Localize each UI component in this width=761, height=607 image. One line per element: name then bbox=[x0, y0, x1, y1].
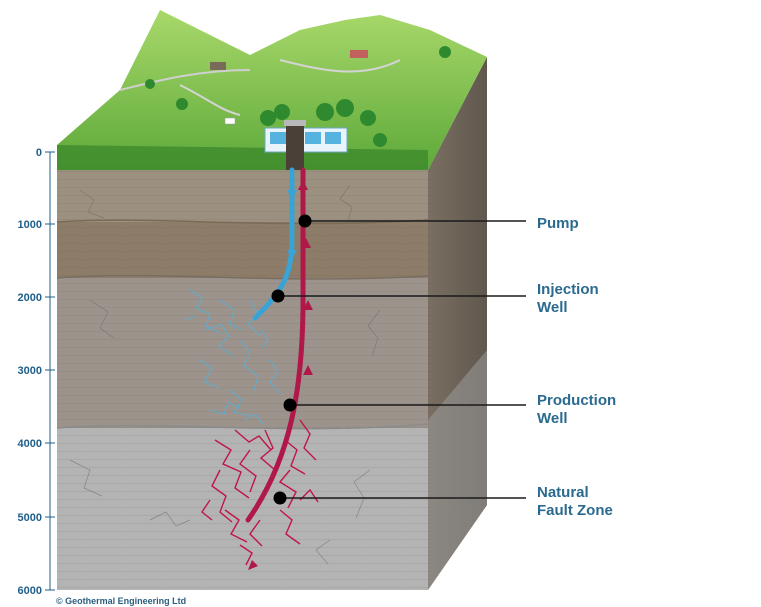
depth-tick-4000: 4000 bbox=[18, 438, 42, 450]
copyright-credit: © Geothermal Engineering Ltd bbox=[56, 596, 186, 606]
callout-label-natural-fault-zone: Natural Fault Zone bbox=[537, 484, 613, 519]
power-plant-icon bbox=[265, 128, 347, 152]
depth-tick-3000: 3000 bbox=[18, 365, 42, 377]
depth-tick-2000: 2000 bbox=[18, 292, 42, 304]
depth-tick-6000: 6000 bbox=[18, 585, 42, 597]
well-marker-icon bbox=[284, 399, 297, 412]
depth-tick-0: 0 bbox=[36, 147, 42, 159]
callout-label-injection-well: Injection Well bbox=[537, 281, 603, 316]
well-marker-icon bbox=[272, 290, 285, 303]
rock-strata bbox=[57, 170, 428, 590]
callout-label-pump: Pump bbox=[537, 215, 579, 232]
depth-tick-5000: 5000 bbox=[18, 512, 42, 524]
pump-icon bbox=[284, 120, 306, 170]
depth-axis: 0 1000 2000 3000 4000 5000 6000 bbox=[18, 147, 55, 597]
well-marker-icon bbox=[299, 215, 312, 228]
well-marker-icon bbox=[274, 492, 287, 505]
depth-tick-1000: 1000 bbox=[18, 219, 42, 231]
callout-label-production-well: Production Well bbox=[537, 392, 620, 427]
